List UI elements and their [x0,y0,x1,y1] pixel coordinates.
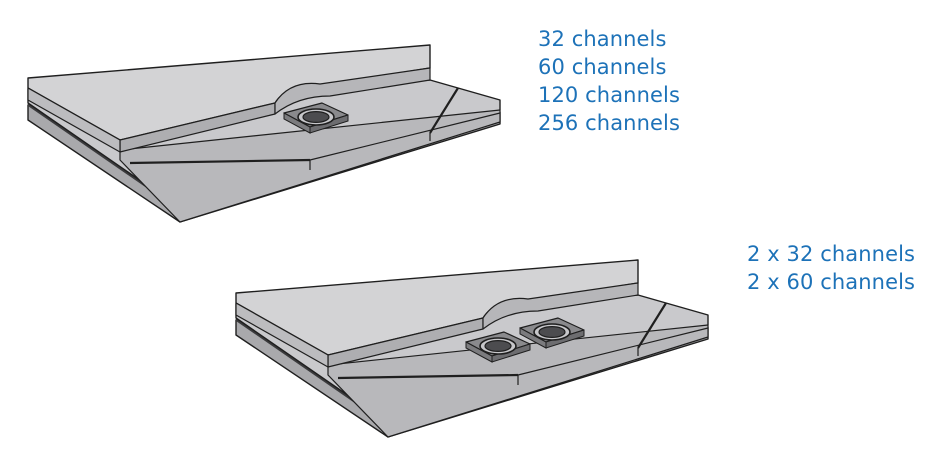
board-top [26,43,502,224]
channel-options-bottom: 2 x 32 channels 2 x 60 channels [747,240,915,296]
channel-option: 2 x 32 channels [747,242,916,266]
channel-option: 60 channels [538,55,667,79]
channel-option: 256 channels [538,111,680,135]
channel-option: 120 channels [538,83,680,107]
channel-option: 32 channels [538,27,667,51]
board-bottom [234,258,710,439]
channel-options-top: 32 channels 60 channels 120 channels 256… [538,25,680,137]
channel-option: 2 x 60 channels [747,270,916,294]
